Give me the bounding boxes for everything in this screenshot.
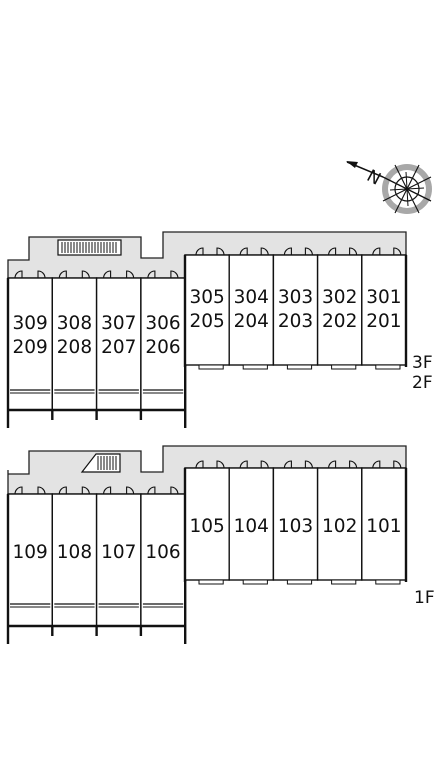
door-icon bbox=[393, 460, 402, 469]
unit-number: 207 bbox=[101, 337, 136, 358]
compass: N bbox=[346, 161, 432, 214]
door-icon bbox=[260, 247, 269, 256]
door-icon bbox=[393, 247, 402, 256]
door-icon bbox=[14, 270, 23, 279]
unit-number: 205 bbox=[189, 311, 224, 332]
unit-number: 206 bbox=[145, 337, 180, 358]
unit-cell: 101 bbox=[361, 460, 407, 585]
unit-number: 302 bbox=[322, 287, 357, 308]
door-icon bbox=[81, 270, 90, 279]
door-icon bbox=[216, 460, 225, 469]
lower-building: 109 108 107 106 105 104 103 102 101 1F bbox=[6, 445, 435, 644]
door-icon bbox=[260, 460, 269, 469]
door-icon bbox=[37, 486, 46, 495]
unit-number: 107 bbox=[101, 542, 136, 563]
unit-number: 204 bbox=[234, 311, 269, 332]
door-icon bbox=[195, 247, 204, 256]
door-icon bbox=[239, 460, 248, 469]
unit-number: 303 bbox=[278, 287, 313, 308]
unit-number: 106 bbox=[145, 542, 180, 563]
door-icon bbox=[37, 270, 46, 279]
door-icon bbox=[14, 486, 23, 495]
upper-staircase bbox=[57, 239, 122, 256]
unit-number: 308 bbox=[57, 313, 92, 334]
door-icon bbox=[81, 486, 90, 495]
unit-number: 209 bbox=[12, 337, 47, 358]
door-icon bbox=[328, 247, 337, 256]
door-icon bbox=[304, 247, 313, 256]
unit-number: 307 bbox=[101, 313, 136, 334]
door-icon bbox=[372, 247, 381, 256]
unit-number: 103 bbox=[278, 516, 313, 537]
unit-cell: 104 bbox=[228, 460, 275, 585]
unit-number: 305 bbox=[189, 287, 224, 308]
unit-number: 301 bbox=[366, 287, 401, 308]
unit-cell: 109 bbox=[7, 486, 53, 627]
unit-number: 105 bbox=[189, 516, 224, 537]
door-icon bbox=[58, 270, 67, 279]
door-icon bbox=[304, 460, 313, 469]
door-icon bbox=[239, 247, 248, 256]
unit-number: 304 bbox=[234, 287, 269, 308]
floor-label-1f: 1F bbox=[414, 588, 435, 608]
door-icon bbox=[328, 460, 337, 469]
floor-label-2f: 2F bbox=[412, 373, 433, 393]
door-icon bbox=[147, 486, 156, 495]
door-icon bbox=[170, 486, 179, 495]
door-icon bbox=[170, 270, 179, 279]
unit-number: 203 bbox=[278, 311, 313, 332]
door-icon bbox=[283, 460, 292, 469]
door-icon bbox=[103, 270, 112, 279]
compass-rose-icon bbox=[346, 161, 432, 214]
unit-cell: 106 bbox=[140, 486, 186, 627]
unit-number: 102 bbox=[322, 516, 357, 537]
unit-number: 101 bbox=[366, 516, 401, 537]
unit-number: 104 bbox=[234, 516, 269, 537]
unit-cell: 107 bbox=[95, 486, 142, 627]
unit-cell: 108 bbox=[51, 486, 98, 627]
door-icon bbox=[126, 486, 135, 495]
door-icon bbox=[58, 486, 67, 495]
unit-number: 208 bbox=[57, 337, 92, 358]
unit-number: 109 bbox=[12, 542, 47, 563]
unit-cell: 103 bbox=[272, 460, 319, 585]
door-icon bbox=[126, 270, 135, 279]
unit-number: 202 bbox=[322, 311, 357, 332]
door-icon bbox=[349, 460, 358, 469]
door-icon bbox=[216, 247, 225, 256]
floor-label-3f: 3F bbox=[412, 353, 433, 373]
door-icon bbox=[103, 486, 112, 495]
lower-staircase bbox=[80, 453, 121, 473]
door-icon bbox=[349, 247, 358, 256]
unit-cell: 102 bbox=[316, 460, 363, 585]
unit-cell: 105 bbox=[184, 460, 230, 585]
unit-number: 309 bbox=[12, 313, 47, 334]
door-icon bbox=[195, 460, 204, 469]
door-icon bbox=[283, 247, 292, 256]
unit-number: 306 bbox=[145, 313, 180, 334]
unit-number: 201 bbox=[366, 311, 401, 332]
door-icon bbox=[372, 460, 381, 469]
unit-number: 108 bbox=[57, 542, 92, 563]
door-icon bbox=[147, 270, 156, 279]
